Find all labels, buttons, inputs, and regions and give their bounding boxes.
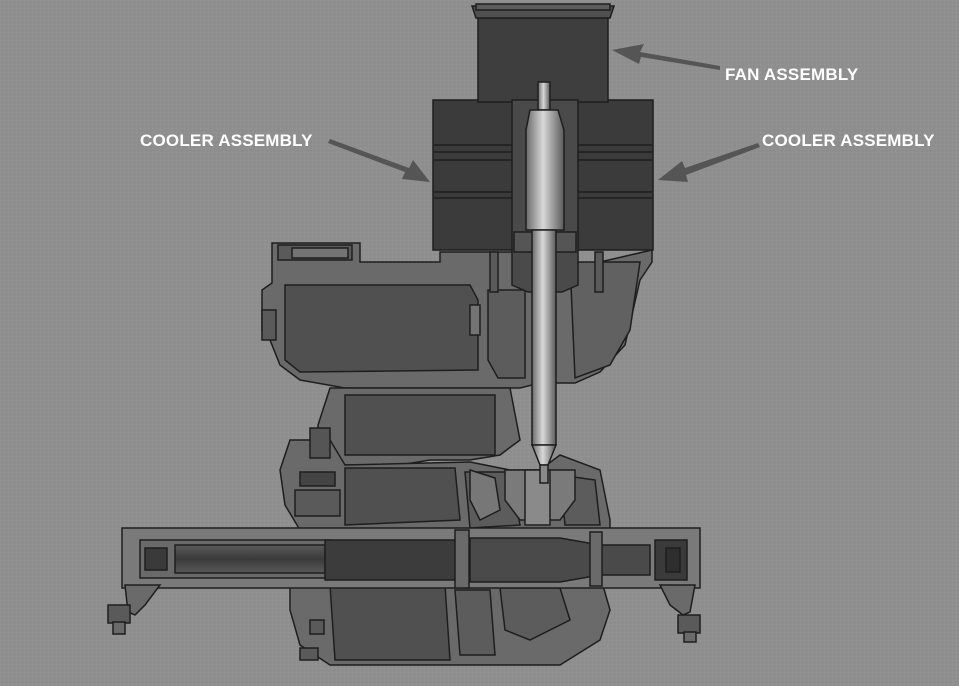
cooler-left-arrow <box>328 139 430 182</box>
left-mount-bracket <box>107 584 162 635</box>
callout-arrows <box>328 44 760 182</box>
fan-assembly-label: FAN ASSEMBLY <box>725 65 859 84</box>
fan-assembly-arrow <box>612 44 720 70</box>
vertical-drive-shaft <box>525 81 565 484</box>
bevel-gear-detail <box>469 468 576 526</box>
cooler-assembly-left-label: COOLER ASSEMBLY <box>140 131 313 150</box>
output-axle <box>121 527 701 589</box>
cooler-assembly-right-label: COOLER ASSEMBLY <box>762 131 935 150</box>
right-mount-bracket <box>658 584 701 643</box>
cooler-right-arrow <box>658 143 760 182</box>
